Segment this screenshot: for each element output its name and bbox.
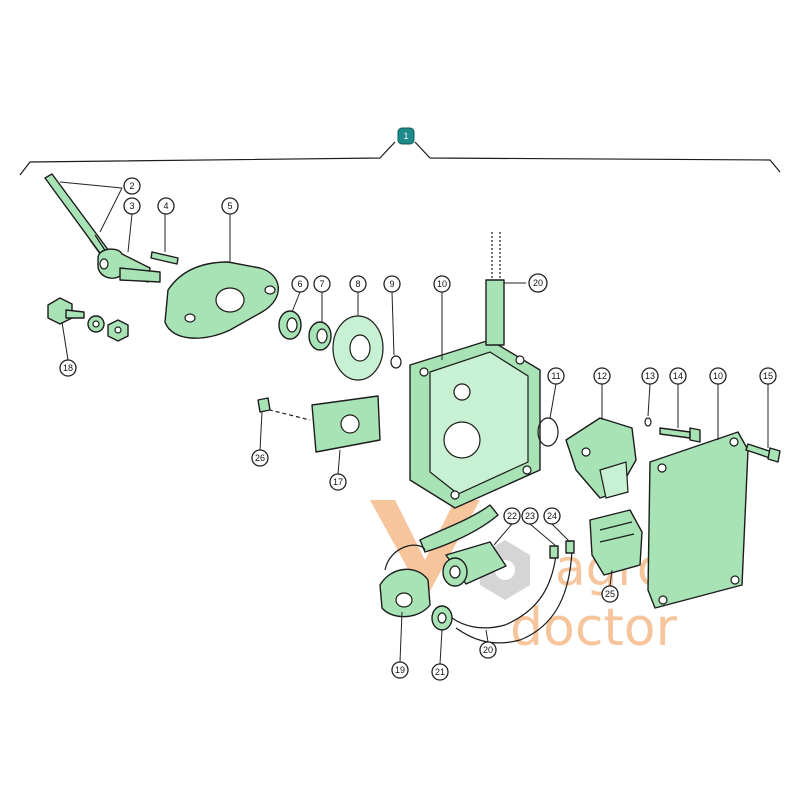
svg-text:8: 8 [355, 279, 360, 289]
svg-text:2: 2 [129, 181, 134, 191]
svg-text:6: 6 [297, 279, 302, 289]
part-cable [384, 232, 505, 571]
callout-10-cover: 10 [709, 367, 727, 385]
callout-5: 5 [221, 197, 239, 215]
part-cover-screw [745, 443, 781, 463]
assembly-badge [397, 127, 415, 145]
svg-text:23: 23 [525, 511, 535, 521]
svg-text:10: 10 [713, 371, 723, 381]
callout-14: 14 [669, 367, 687, 385]
callout-3: 3 [123, 197, 141, 215]
leader-lines [59, 181, 769, 665]
callout-26: 26 [251, 449, 269, 467]
part-switch-screw [644, 417, 701, 443]
part-bolt-set [47, 297, 129, 342]
part-gland-nut [431, 605, 453, 631]
svg-text:12: 12 [597, 371, 607, 381]
callout-21: 21 [431, 663, 449, 681]
part-cover-plate [647, 431, 749, 609]
callout-7: 7 [313, 275, 331, 293]
svg-text:24: 24 [547, 511, 557, 521]
svg-text:21: 21 [435, 667, 445, 677]
svg-text:10: 10 [437, 279, 447, 289]
callout-6: 6 [291, 275, 309, 293]
part-flange-plate [164, 261, 279, 339]
part-connector-elbow [379, 568, 431, 618]
assembly-bracket: 1 [19, 127, 781, 176]
svg-text:5: 5 [227, 201, 232, 211]
callout-12: 12 [593, 367, 611, 385]
callout-4: 4 [157, 197, 175, 215]
svg-text:11: 11 [551, 371, 560, 381]
part-ring [390, 355, 402, 369]
callout-23: 23 [521, 507, 539, 525]
part-shaft-lever [44, 173, 161, 283]
svg-text:20: 20 [483, 645, 493, 655]
callouts: 2 3 4 5 6 7 8 9 10 20 11 12 13 14 10 15 … [59, 177, 777, 681]
svg-text:22: 22 [507, 511, 517, 521]
svg-text:9: 9 [389, 279, 394, 289]
svg-text:4: 4 [163, 201, 168, 211]
part-terminal-block [589, 509, 643, 576]
callout-20-bottom: 20 [479, 641, 497, 659]
part-pin [150, 251, 179, 265]
svg-text:26: 26 [255, 453, 265, 463]
bracket-line [19, 141, 781, 176]
callout-24: 24 [543, 507, 561, 525]
part-wires [451, 540, 575, 644]
svg-text:7: 7 [319, 279, 324, 289]
callout-22: 22 [503, 507, 521, 525]
callout-8: 8 [349, 275, 367, 293]
svg-text:3: 3 [129, 201, 134, 211]
svg-text:17: 17 [333, 477, 343, 487]
part-washer-disc [332, 315, 384, 381]
part-gland-fitting [442, 541, 507, 587]
callout-9: 9 [383, 275, 401, 293]
svg-text:13: 13 [645, 371, 655, 381]
svg-text:19: 19 [395, 665, 405, 675]
part-bearings [278, 310, 332, 351]
callout-10-housing: 10 [433, 275, 451, 293]
callout-2: 2 [123, 177, 141, 195]
svg-text:25: 25 [605, 589, 615, 599]
assembly-label: 1 [403, 131, 408, 141]
svg-text:18: 18 [63, 363, 73, 373]
callout-13: 13 [641, 367, 659, 385]
part-o-ring [537, 417, 559, 447]
svg-text:15: 15 [763, 371, 773, 381]
callout-15: 15 [759, 367, 777, 385]
callout-18: 18 [59, 359, 77, 377]
svg-text:14: 14 [673, 371, 683, 381]
callout-11: 11 [547, 367, 565, 385]
part-mounting-plate [257, 395, 381, 453]
part-housing [409, 339, 541, 509]
callout-17: 17 [329, 473, 347, 491]
svg-text:20: 20 [533, 278, 543, 288]
part-switch [565, 417, 637, 499]
callout-25: 25 [601, 585, 619, 603]
callout-19: 19 [391, 661, 409, 679]
callout-20-top: 20 [528, 273, 548, 293]
watermark-line2: doctor [510, 598, 678, 658]
